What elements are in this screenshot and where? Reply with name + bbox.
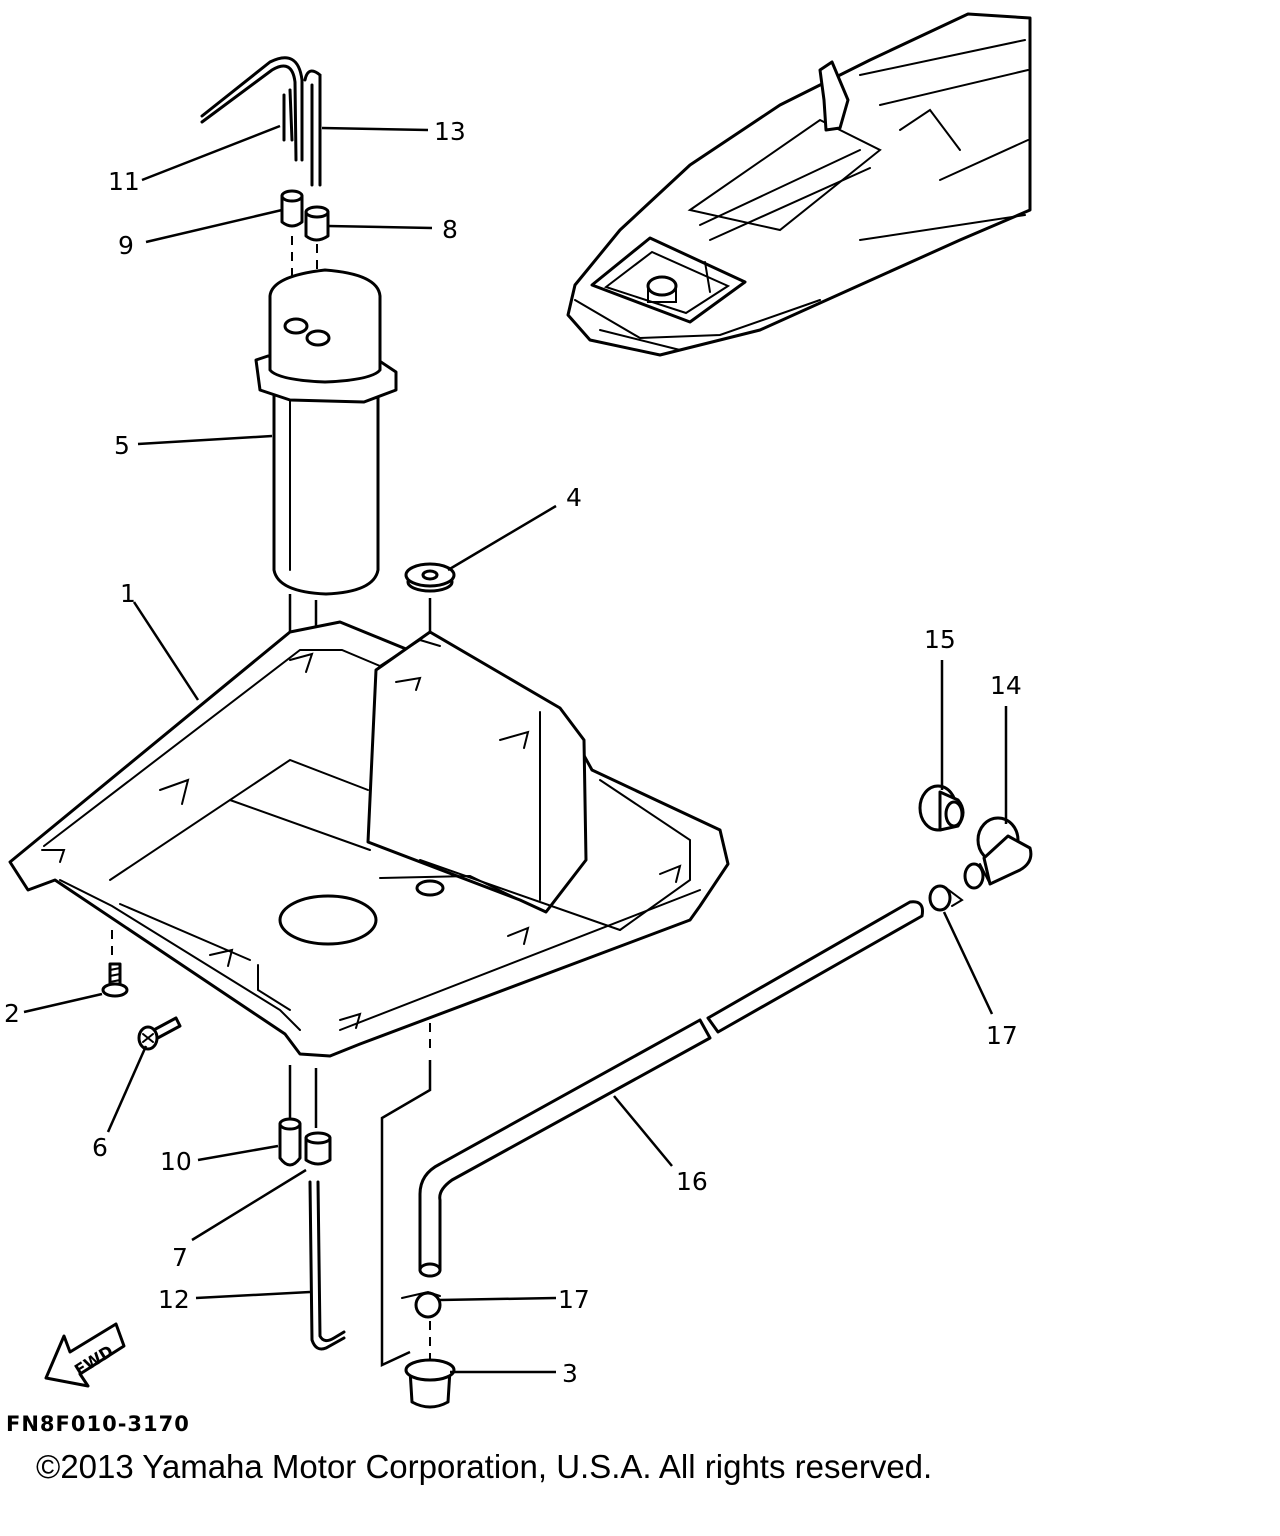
watercraft-inset-illustration: [566, 12, 1032, 357]
callout-12: 12: [158, 1285, 190, 1314]
callout-13: 13: [434, 117, 466, 146]
hose-part-12: [308, 1180, 346, 1351]
container-part-5: [254, 268, 398, 596]
callout-16: 16: [676, 1167, 708, 1196]
hose-part-16: [418, 900, 924, 1278]
plug-part-3: [404, 1358, 456, 1409]
callout-7: 7: [172, 1243, 188, 1272]
callout-labels: 1 2 3 4 5 6 7 8 9 10 11 12 13 14 15 16 1…: [4, 117, 1022, 1388]
screw-part-2: [101, 962, 129, 998]
hose-parts-11-13: [200, 56, 322, 187]
callout-10: 10: [160, 1147, 192, 1176]
cap-parts-8-9: [280, 189, 330, 242]
fitting-part-15: [918, 784, 965, 832]
callout-2: 2: [4, 999, 20, 1028]
storage-tray-part-1: [8, 620, 730, 1058]
callout-5: 5: [114, 431, 130, 460]
diagram-code: FN8F010-3170: [6, 1412, 190, 1436]
callout-6: 6: [92, 1133, 108, 1162]
screw-part-6: [137, 1016, 182, 1051]
callout-8: 8: [442, 215, 458, 244]
fitting-parts-7-10: [278, 1117, 332, 1167]
copyright-notice: ©2013 Yamaha Motor Corporation, U.S.A. A…: [36, 1448, 933, 1485]
fitting-part-14: [963, 816, 1033, 890]
callout-11: 11: [108, 167, 140, 196]
callout-15: 15: [924, 625, 956, 654]
clamp-part-17-lower: [401, 1290, 442, 1319]
callout-17-upper: 17: [986, 1021, 1018, 1050]
callout-3: 3: [562, 1359, 578, 1388]
callout-14: 14: [990, 671, 1022, 700]
clamp-part-17-upper: [928, 884, 964, 912]
grommet-part-4: [404, 562, 456, 593]
callout-1: 1: [120, 579, 136, 608]
callout-17-lower: 17: [558, 1285, 590, 1314]
forward-direction-arrow: FWD: [44, 1322, 126, 1388]
callout-9: 9: [118, 231, 134, 260]
callout-4: 4: [566, 483, 582, 512]
callout-leader-lines: [23, 124, 1008, 1374]
parts-diagram: FWD 1 2 3 4 5 6 7 8 9 10 11 12 13 14 15 …: [4, 12, 1033, 1409]
